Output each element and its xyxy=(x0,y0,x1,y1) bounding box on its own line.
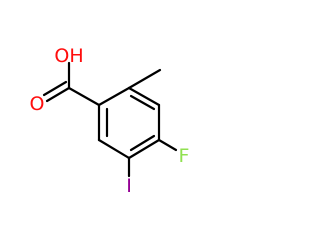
ring-bond-c2-c3-inner xyxy=(129,94,156,111)
carbonyl-double-bond-inner xyxy=(42,80,68,97)
atom-label-carbonyl-o: O xyxy=(30,93,45,115)
carbonyl-double-bond-outer xyxy=(45,86,71,103)
ring-bond-c4-c5-inner xyxy=(129,134,156,152)
ring-bond-c5-c6 xyxy=(97,138,131,160)
ring-bond-c1-c2 xyxy=(97,86,131,107)
ring-bond-c2-c3 xyxy=(127,86,161,107)
structure-canvas: OH O F I xyxy=(29,45,190,197)
fluorine-bond xyxy=(157,138,178,152)
carboxyl-carbon-bond xyxy=(67,86,101,107)
atom-label-oh: OH xyxy=(54,45,83,67)
methyl-bond xyxy=(127,68,162,90)
ring-bond-c4-c5 xyxy=(127,138,161,160)
atom-label-iodine: I xyxy=(126,175,132,197)
molecule-structure: OH O F I xyxy=(30,45,190,197)
atom-label-fluorine: F xyxy=(179,145,190,167)
